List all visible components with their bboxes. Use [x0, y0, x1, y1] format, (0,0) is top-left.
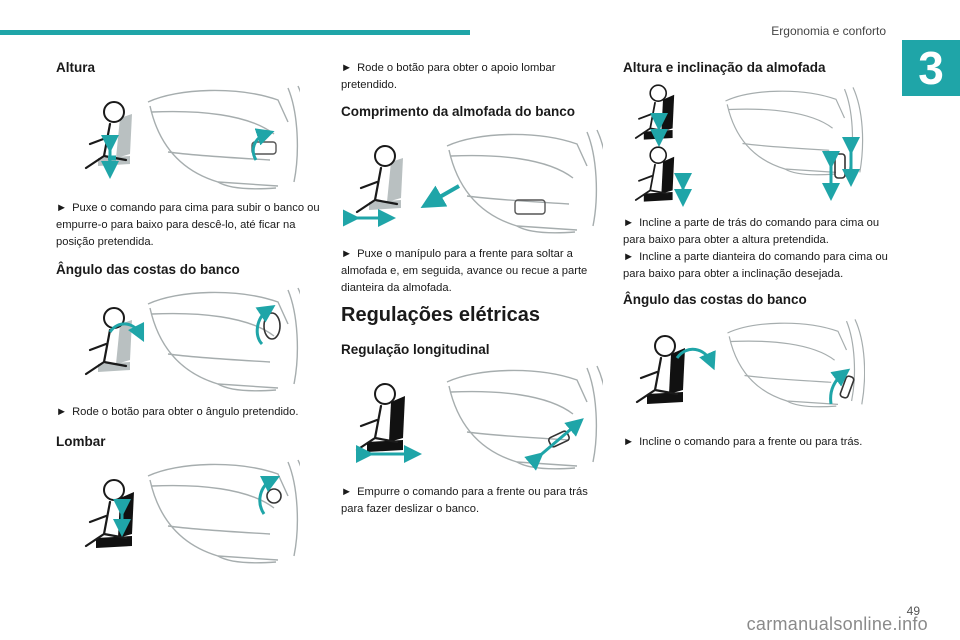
text-angulo-col1: ►Rode o botão para obter o ângulo preten… [56, 406, 299, 418]
heading-angulo-col1: Ângulo das costas do banco [56, 262, 240, 277]
illustration-comprimento [343, 126, 603, 236]
text-altura: ►Puxe o comando para cima para subir o b… [56, 202, 320, 248]
illustration-angulo-col3 [625, 314, 865, 424]
text-longitudinal: ►Empurre o comando para a frente ou para… [341, 486, 588, 515]
chapter-number-tab: 3 [902, 40, 960, 96]
heading-comprimento: Comprimento da almofada do banco [341, 104, 576, 119]
illustration-angulo-col1 [60, 284, 300, 394]
bullet-arrow-icon: ► [623, 217, 635, 229]
watermark: carmanualsonline.info [746, 614, 928, 634]
bullet-arrow-icon: ► [623, 436, 635, 448]
heading-lombar: Lombar [56, 434, 106, 449]
text-altura-inclinacao: ►Incline a parte de trás do comando para… [623, 217, 888, 280]
bullet-arrow-icon: ► [56, 202, 68, 214]
bullet-arrow-icon: ► [341, 248, 353, 260]
bullet-arrow-icon: ► [341, 486, 353, 498]
text-angulo-col3: ►Incline o comando para a frente ou para… [623, 436, 863, 448]
illustration-lombar [60, 456, 300, 568]
bullet-arrow-icon: ► [56, 406, 68, 418]
section-title-regulacoes: Regulações elétricas [341, 304, 540, 326]
running-title: Ergonomia e conforto [771, 24, 886, 38]
illustration-altura-inclinacao [625, 82, 865, 212]
illustration-longitudinal [343, 362, 603, 472]
page-number: 49 [906, 604, 920, 618]
heading-altura-inclinacao: Altura e inclinação da almofada [623, 60, 826, 75]
bullet-arrow-icon: ► [623, 251, 635, 263]
text-lombar: ►Rode o botão para obter o apoio lombar … [341, 62, 556, 91]
text-comprimento: ►Puxe o manípulo para a frente para solt… [341, 248, 588, 294]
illustration-altura [60, 82, 300, 192]
header-accent-bar [0, 30, 470, 35]
heading-altura: Altura [56, 60, 96, 75]
heading-angulo-col3: Ângulo das costas do banco [623, 292, 807, 307]
heading-longitudinal: Regulação longitudinal [341, 342, 490, 357]
bullet-arrow-icon: ► [341, 62, 353, 74]
